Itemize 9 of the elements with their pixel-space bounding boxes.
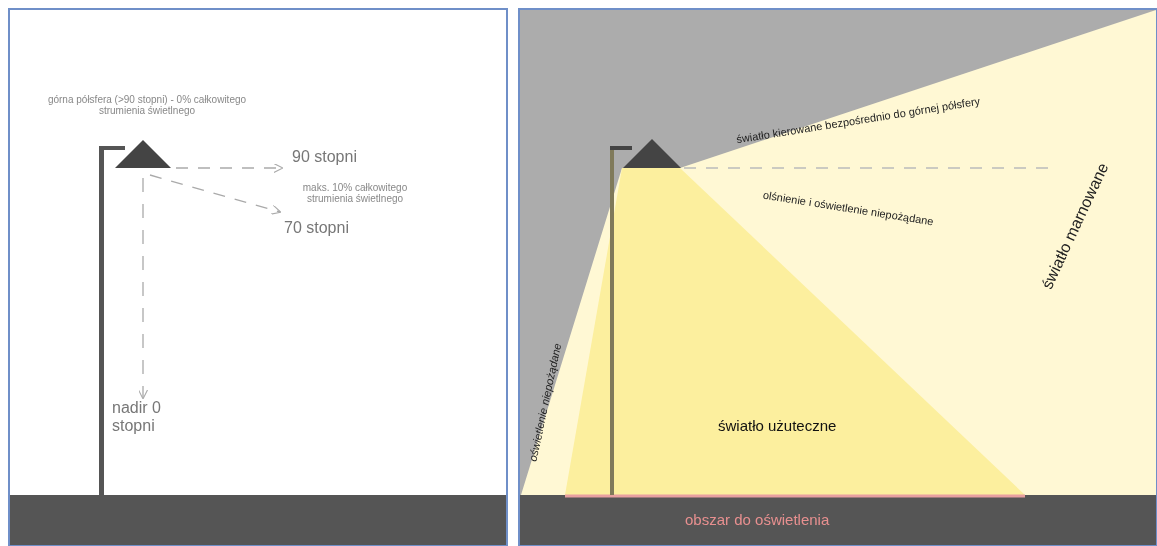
angle-label: 70 stopni — [284, 219, 349, 238]
zone-label: olśnienie i oświetlenie niepożądane — [762, 188, 935, 228]
area-label: obszar do oświetlenia — [685, 510, 830, 528]
zone-label: światło kierowane bezpośrednio do górnej półsfery — [735, 94, 981, 146]
zone-label: światło użuteczne — [718, 416, 837, 434]
annotation-text: górna półsfera (>90 stopni) - 0% całkowitego strumienia świetlnego — [47, 93, 247, 117]
annotation-text: maks. 10% całkowitego strumienia świetlnego — [301, 181, 409, 205]
angle-label: nadir 0 stopni — [112, 398, 162, 436]
angle-label: 90 stopni — [292, 148, 357, 167]
